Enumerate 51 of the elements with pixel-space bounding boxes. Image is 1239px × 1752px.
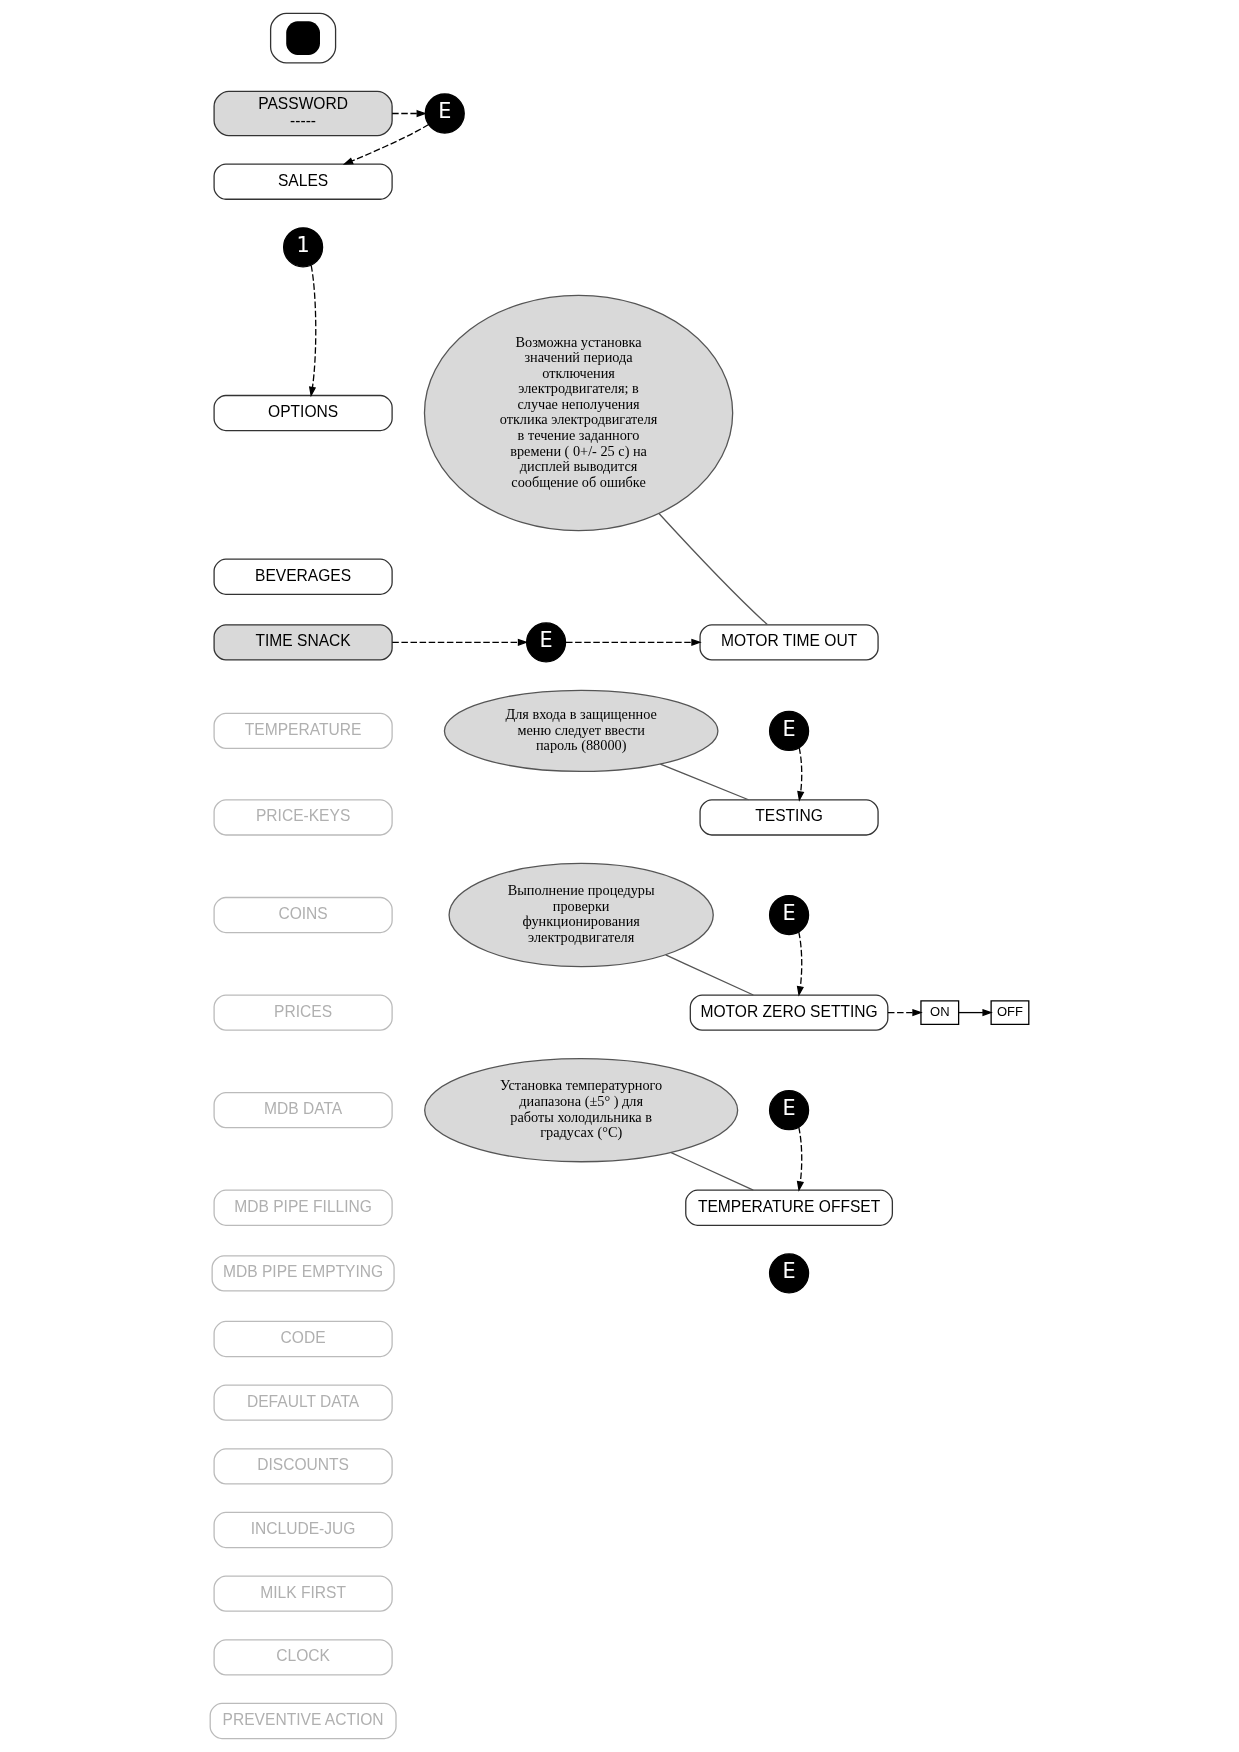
node-box: OFF: [990, 1000, 1030, 1025]
node-box: ON: [920, 1000, 960, 1025]
node-circle: 1: [282, 227, 324, 268]
arrow: [796, 1126, 804, 1192]
node-box: PREVENTIVE ACTION: [209, 1702, 397, 1740]
node-box: TEMPERATURE: [213, 712, 393, 750]
arrow: [796, 931, 804, 997]
node-box: CODE: [213, 1320, 393, 1358]
arrow: [342, 123, 430, 165]
node-box: COINS: [213, 896, 393, 934]
node-box: TEMPERATURE OFFSET: [685, 1189, 893, 1226]
arrow: [391, 638, 529, 646]
node-circle: E: [525, 622, 567, 663]
node-box: INCLUDE-JUG: [213, 1511, 393, 1549]
node-box: BEVERAGES: [213, 558, 393, 595]
node-box: MILK FIRST: [213, 1575, 393, 1612]
node-box: OPTIONS: [213, 394, 393, 432]
node-circle: E: [424, 93, 465, 134]
node-box: [269, 12, 337, 64]
node-box: PRICE-KEYS: [213, 799, 393, 836]
connector: [659, 763, 750, 801]
node-box: MDB DATA: [213, 1092, 393, 1129]
node-circle: E: [768, 1253, 810, 1294]
node-box: MDB PIPE EMPTYING: [211, 1255, 395, 1292]
arrow: [887, 1008, 923, 1017]
node-box: TESTING: [699, 799, 879, 836]
node-ellipse: Выполнение процедуры проверки функционирования электродвигателя: [448, 862, 714, 968]
node-ellipse: Установка температурного диапазона (±5° ) для работы холодильника в градусах (°C): [424, 1057, 739, 1163]
node-box: MOTOR ZERO SETTING: [689, 994, 889, 1031]
node-box: MDB PIPE FILLING: [213, 1189, 393, 1226]
node-circle: E: [768, 1090, 810, 1131]
node-circle: E: [768, 894, 810, 936]
node-box: SALES: [213, 163, 393, 200]
node-box: TIME SNACK: [213, 624, 393, 661]
node-circle: E: [768, 710, 810, 752]
arrow: [391, 109, 427, 118]
arrow: [958, 1008, 993, 1017]
connector: [658, 512, 768, 626]
node-ellipse: Возможна установка значений периода отключения электродвигателя; в случае неполучения отклика электродвигателя в течение заданного времени ( 0+/- 25 с) на дисплей выводится сообщение об ошибке: [423, 294, 734, 532]
node-box: PASSWORD -----: [213, 90, 393, 137]
node-box: CLOCK: [213, 1639, 393, 1676]
node-box: PRICES: [213, 994, 393, 1031]
arrow: [308, 264, 317, 398]
node-box: MOTOR TIME OUT: [699, 624, 879, 661]
arrow: [797, 746, 805, 802]
node-ellipse: Для входа в защищенное меню следует ввести пароль (88000): [443, 689, 719, 773]
connector: [665, 954, 754, 996]
node-box: DISCOUNTS: [213, 1448, 393, 1485]
arrow: [565, 638, 702, 646]
node-box: DEFAULT DATA: [213, 1384, 393, 1421]
connector: [670, 1151, 754, 1191]
